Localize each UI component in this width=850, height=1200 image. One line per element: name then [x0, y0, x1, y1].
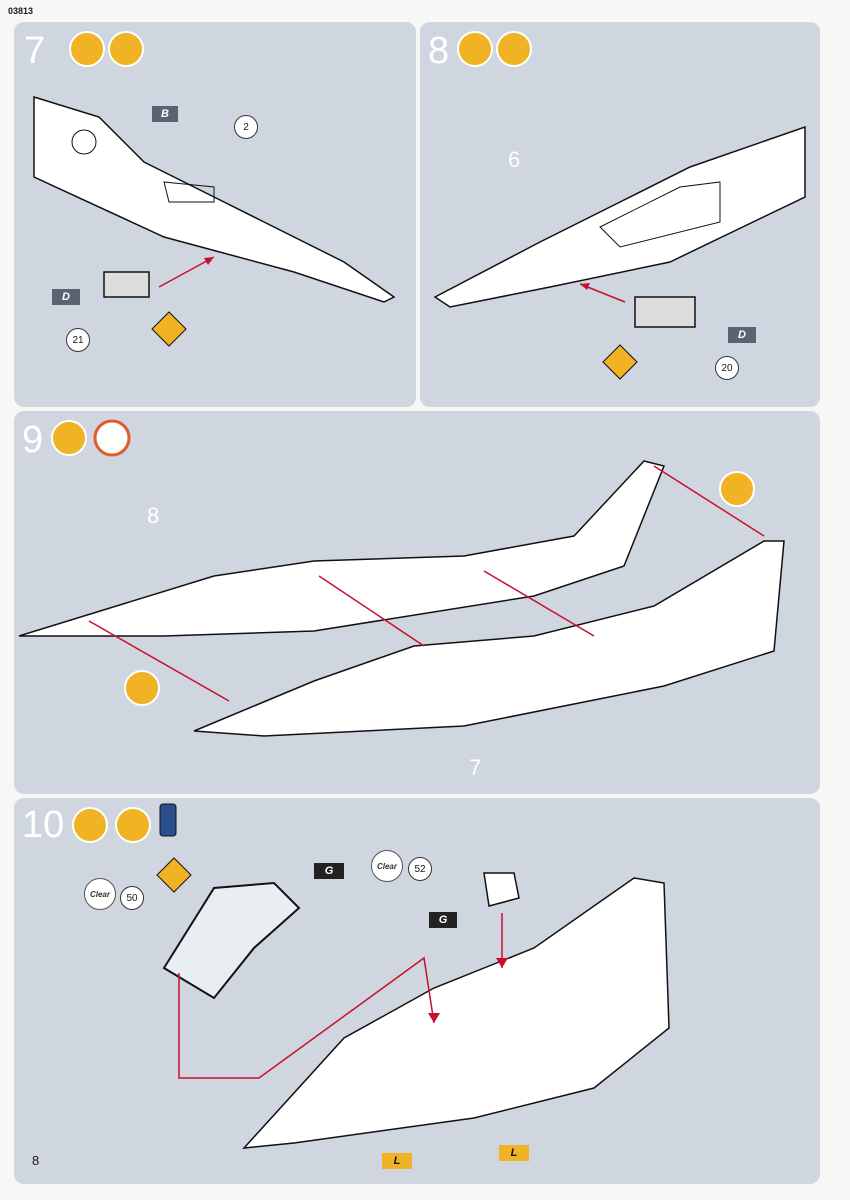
letter-tag-b: B: [152, 106, 178, 122]
letter-tag-g: G: [314, 863, 344, 879]
page-number: 8: [32, 1153, 40, 1168]
letter-tag-d: D: [728, 327, 756, 343]
paint-brush-icon: [115, 807, 151, 843]
part-number-52: 52: [408, 857, 432, 881]
glue-icon: [51, 420, 87, 456]
callout-part-6: 6: [508, 147, 521, 172]
paint-bottle-icon: [159, 803, 177, 837]
step-7-drawing: [33, 31, 396, 347]
tape-icon: [719, 471, 755, 507]
step-9-drawing: [18, 419, 785, 737]
glue-icon: [457, 31, 493, 67]
product-code: 03813: [8, 6, 34, 16]
part-number-2: 2: [234, 115, 258, 139]
step-7-panel: 7 B 2 D 21: [14, 22, 416, 407]
step-number: 8: [428, 30, 450, 72]
step-10-panel: 10 Clear 50 G Clear 52 G L L: [14, 798, 820, 1184]
part-number-20: 20: [715, 356, 739, 380]
paint-brush-icon: [496, 31, 532, 67]
step-10-drawing: [72, 803, 670, 1149]
part-number-50: 50: [120, 886, 144, 910]
glue-icon: [69, 31, 105, 67]
step-8-drawing: [433, 31, 806, 380]
clock-icon: [93, 419, 131, 457]
step-8-panel: 8 6 D 20: [420, 22, 820, 407]
symmetry-icon: [156, 857, 192, 893]
clear-part-badge: Clear: [371, 850, 403, 882]
callout-part-7: 7: [469, 755, 482, 780]
step-number: 10: [22, 804, 65, 846]
paint-brush-icon: [108, 31, 144, 67]
callout-part-8: 8: [147, 503, 160, 528]
tape-icon: [124, 670, 160, 706]
letter-tag-l: L: [499, 1145, 529, 1161]
part-number-21: 21: [66, 328, 90, 352]
glue-icon: [72, 807, 108, 843]
symmetry-icon: [602, 344, 638, 380]
step-9-panel: 9 8 7: [14, 411, 820, 794]
letter-tag-l: L: [382, 1153, 412, 1169]
letter-tag-g: G: [429, 912, 457, 928]
step-number: 9: [22, 419, 44, 461]
symmetry-icon: [151, 311, 187, 347]
clear-part-badge: Clear: [84, 878, 116, 910]
letter-tag-d: D: [52, 289, 80, 305]
step-number: 7: [24, 30, 46, 72]
